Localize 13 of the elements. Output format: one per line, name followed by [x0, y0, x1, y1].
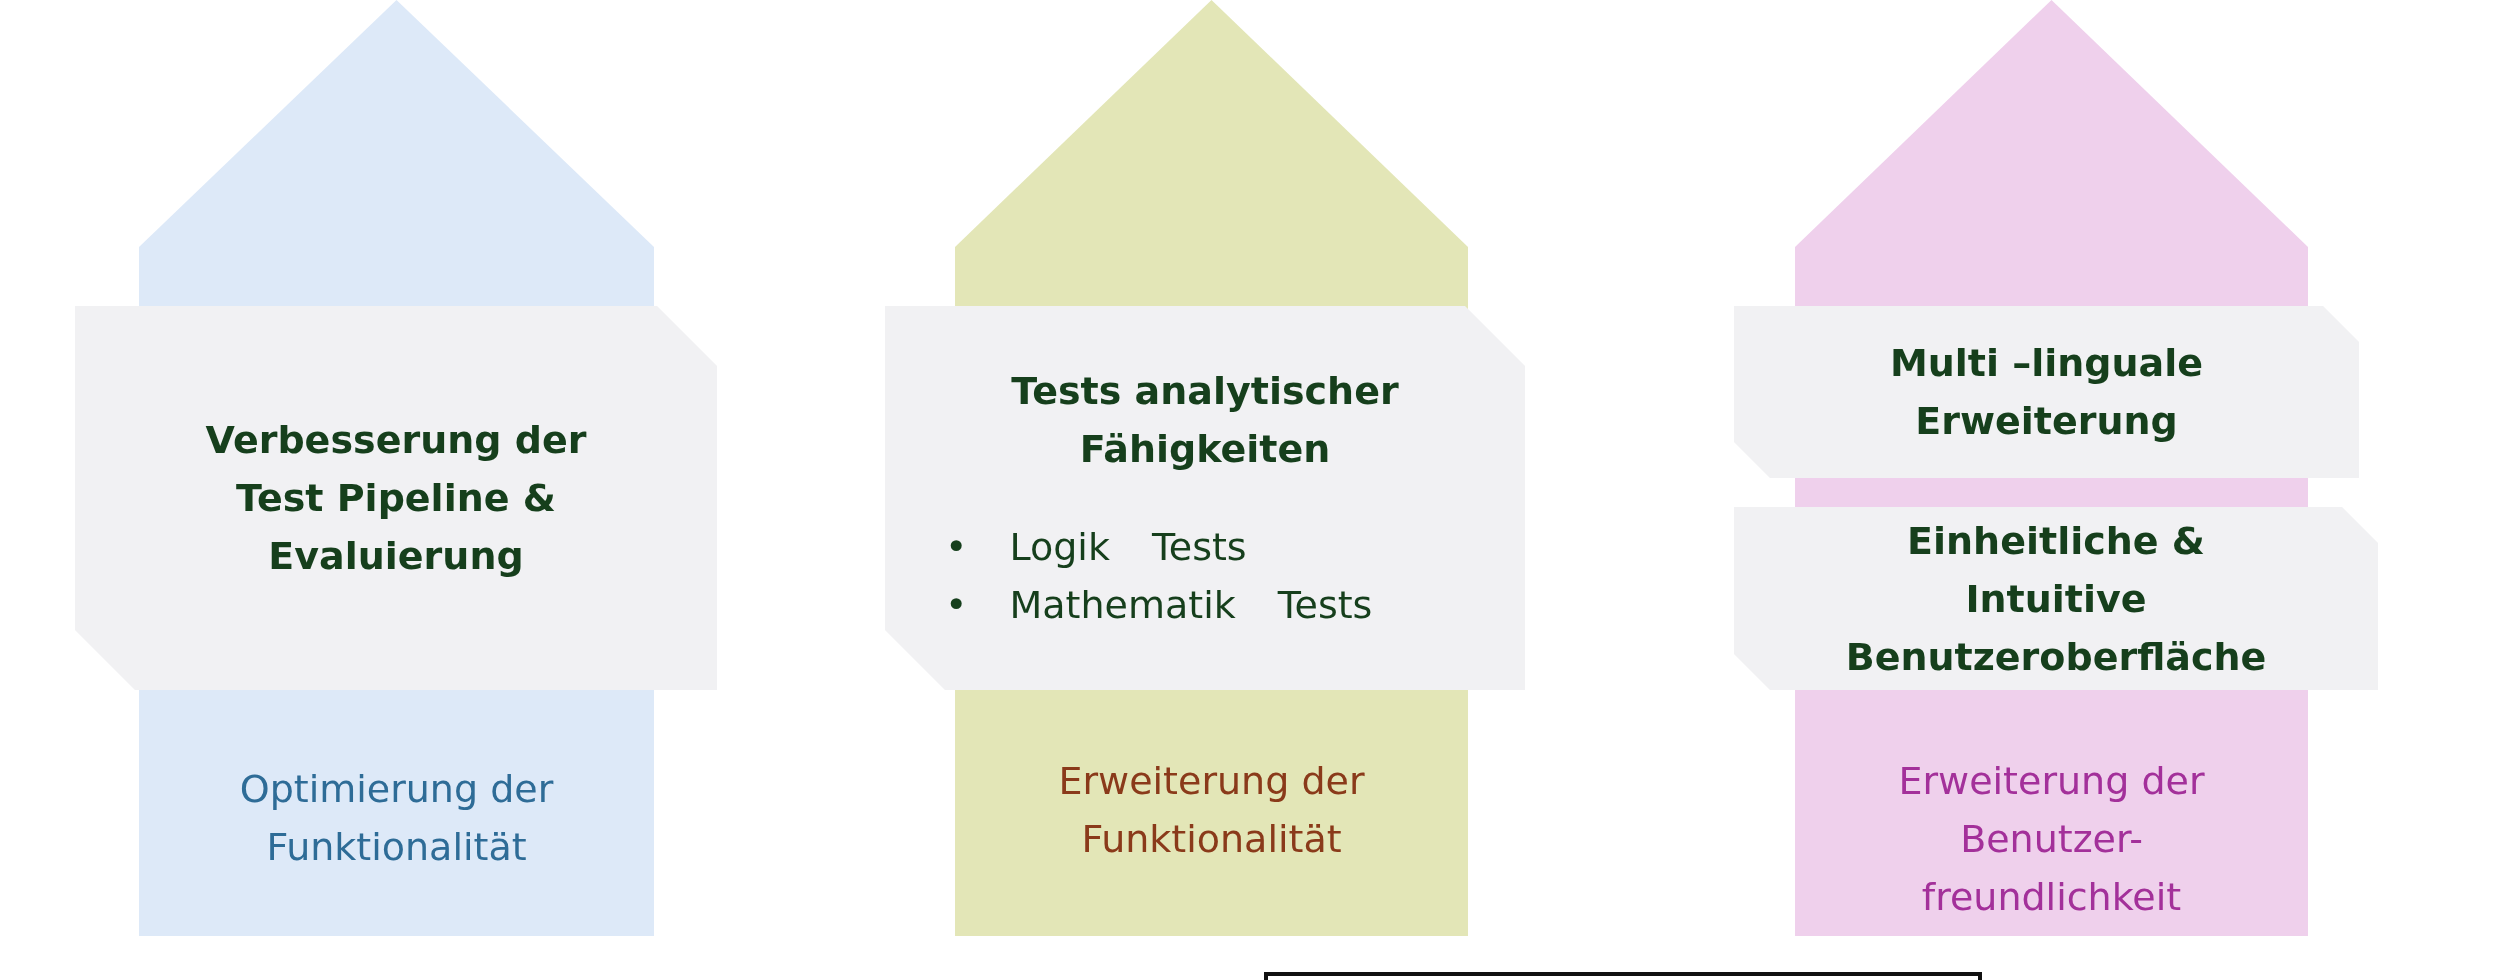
card-heading: Tests analytischer Fähigkeiten: [1010, 368, 1400, 473]
card-heading: Einheitliche & Intuitive Benutzeroberfläche: [1844, 517, 2268, 681]
column-caption: Optimierung der Funktionalität: [238, 766, 555, 871]
column-caption: Erweiterung der Funktionalität: [1057, 758, 1366, 863]
card-heading: Verbesserung der Test Pipeline & Evaluierung: [204, 417, 588, 580]
text-card: [75, 306, 717, 690]
text-card: [1734, 507, 2378, 690]
column-caption: Erweiterung der Benutzer-freundlichkeit: [1897, 758, 2206, 921]
bullet-item: • Mathematik Tests: [945, 582, 1373, 629]
text-card: [885, 306, 1525, 690]
bullet-item: • Logik Tests: [945, 524, 1248, 571]
card-heading: Multi –linguale Erweiterung: [1888, 340, 2205, 445]
text-card: [1734, 306, 2359, 478]
